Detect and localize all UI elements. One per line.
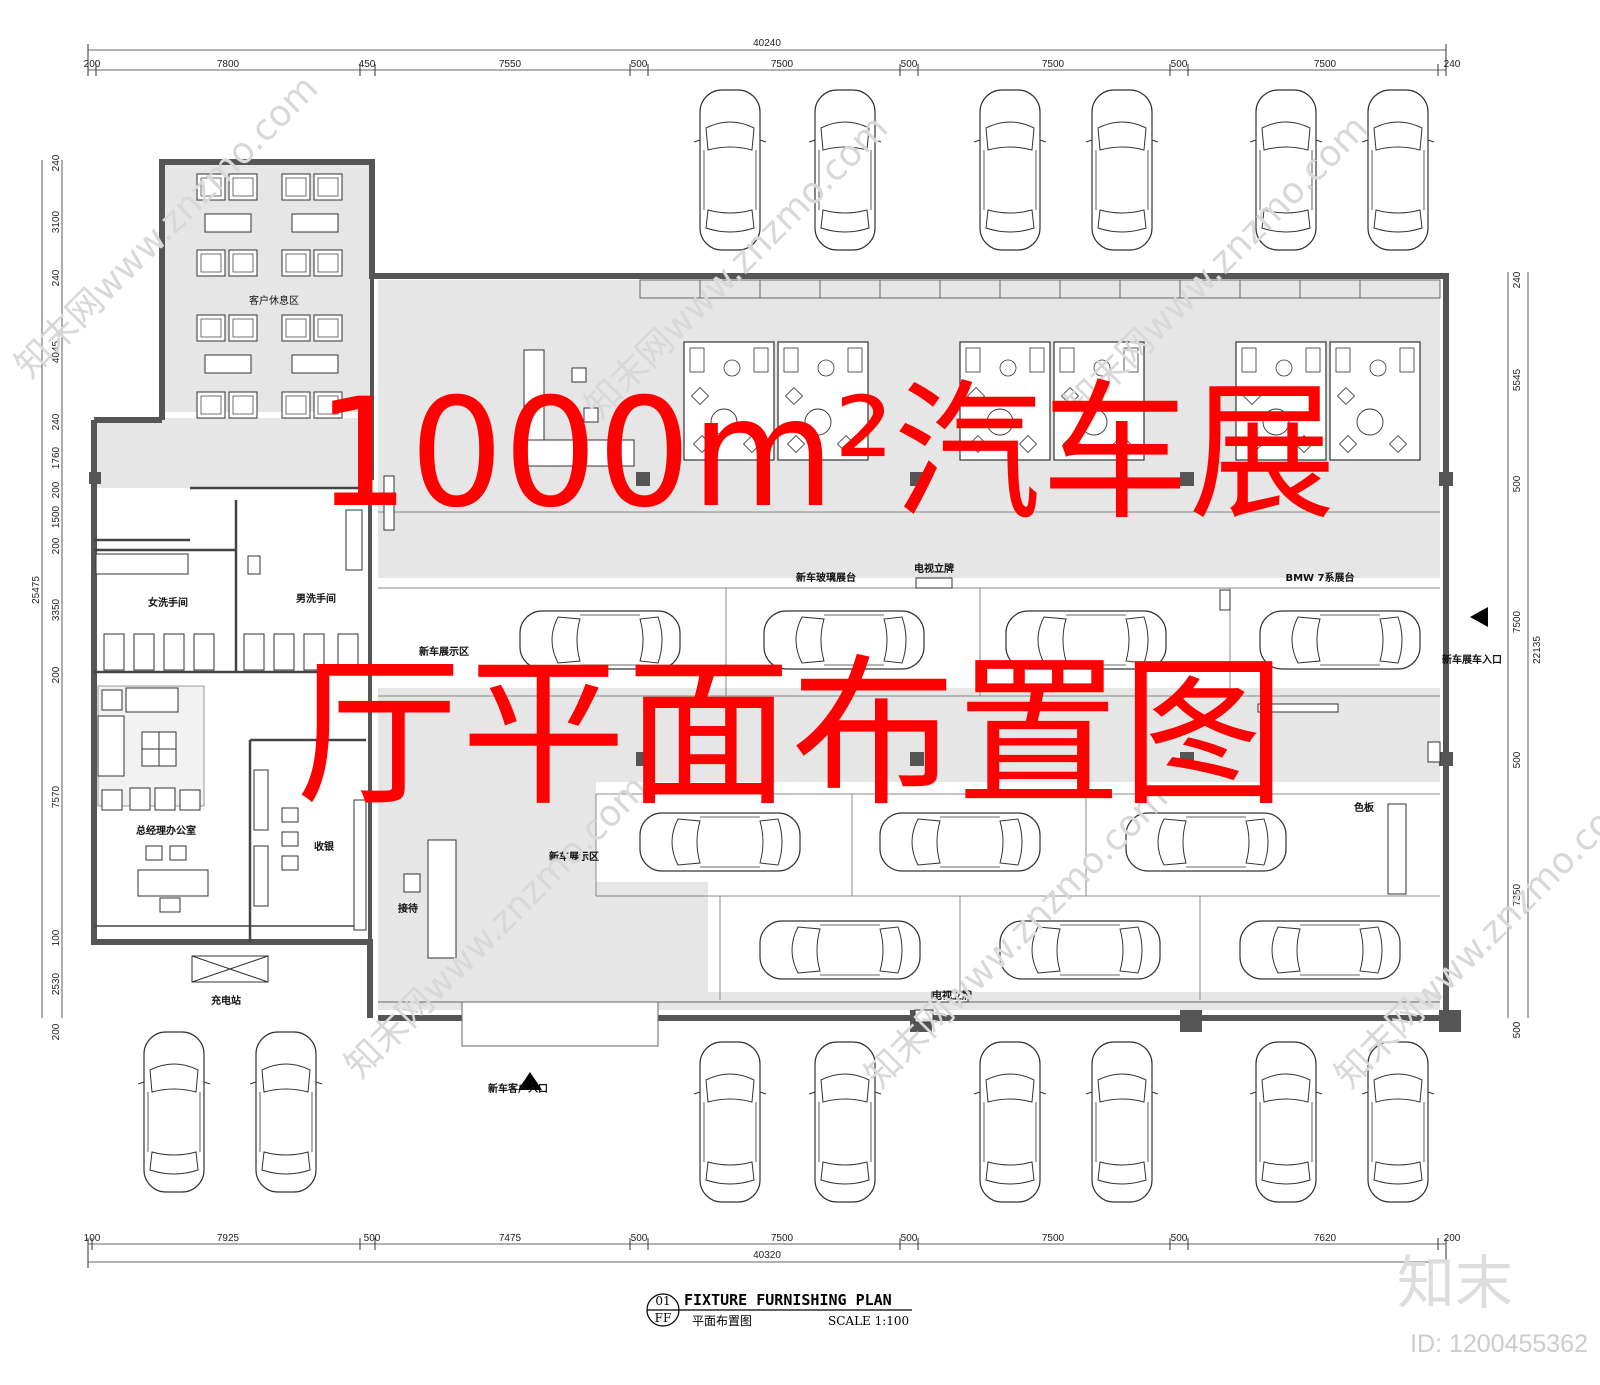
dim-bottom: 100 [84, 1233, 101, 1244]
dim-top: 7500 [1042, 59, 1065, 70]
dim-left: 240 [51, 269, 62, 286]
display-stands [383, 475, 1441, 1023]
label-bmw-stage: BMW 7系展台 [1285, 571, 1354, 584]
dim-bottom: 200 [1444, 1233, 1461, 1244]
customer-entrance-arrow-icon [518, 1072, 542, 1090]
dim-left: 1760 [51, 446, 62, 469]
dim-left: 100 [51, 929, 62, 946]
label-lounge: 客户休息区 [249, 294, 299, 307]
dim-top: 240 [1444, 59, 1461, 70]
office-furniture [97, 685, 209, 913]
title-number: 01 [655, 1294, 670, 1308]
reception-desk [403, 349, 635, 959]
label-tv-stand-2: 电视立牌 [932, 989, 972, 1002]
dim-left: 240 [51, 413, 62, 430]
dim-left: 200 [51, 537, 62, 554]
label-cashier: 收银 [314, 840, 335, 853]
overlay-title-line2: 厅平面布置图 [296, 641, 1286, 829]
plan-scale: SCALE 1:100 [828, 1314, 909, 1328]
dim-top: 7800 [217, 59, 240, 70]
dim-left: 200 [51, 481, 62, 498]
dim-top: 7500 [771, 59, 794, 70]
dim-bottom: 500 [364, 1233, 381, 1244]
car-entrance-arrow-icon [1470, 607, 1488, 627]
dim-bottom: 7500 [1042, 1233, 1065, 1244]
branding: 知末 ID: 1200455362 [1397, 1249, 1588, 1358]
dim-left: 4045 [51, 340, 62, 363]
label-charging: 充电站 [211, 994, 241, 1007]
label-showcase-1: 新车展示区 [419, 645, 469, 658]
dim-right: 500 [1512, 751, 1523, 768]
floor-area [94, 162, 1440, 1010]
overlay-title-line1: 1000m²汽车展 [316, 367, 1336, 541]
dim-right: 7350 [1512, 883, 1523, 906]
dim-bottom: 7475 [499, 1233, 522, 1244]
dim-left: 2530 [51, 972, 62, 995]
label-tv-stand-1: 电视立牌 [914, 562, 954, 575]
entrance-arrows [518, 607, 1488, 1090]
storefront-glazing [378, 279, 1441, 1047]
label-color-board: 色板 [1354, 801, 1375, 814]
dim-left: 200 [51, 666, 62, 683]
charging-station [191, 955, 269, 983]
title-block: 01 FF FIXTURE FURNISHING PLAN 平面布置图 SCAL… [646, 1291, 912, 1328]
label-customer-entrance: 新车客户入口 [488, 1082, 548, 1095]
label-glass-stage: 新车玻璃展台 [796, 571, 856, 584]
dim-bottom: 500 [901, 1233, 918, 1244]
dim-bottom: 7500 [771, 1233, 794, 1244]
dim-right: 5545 [1512, 368, 1523, 391]
dim-left: 3350 [51, 598, 62, 621]
cashier-furniture [253, 769, 367, 931]
dim-left: 7570 [51, 785, 62, 808]
dimension-lines [41, 44, 1529, 1268]
dim-left: 240 [51, 154, 62, 171]
dim-top: 7550 [499, 59, 522, 70]
plan-title: FIXTURE FURNISHING PLAN [684, 1291, 892, 1309]
dim-right-overall: 22135 [1532, 636, 1543, 664]
dim-top: 200 [84, 59, 101, 70]
label-womens-wc: 女洗手间 [148, 596, 188, 609]
overlay-title: 1000m²汽车展 厅平面布置图 [296, 367, 1336, 829]
dim-top: 7500 [1314, 59, 1337, 70]
dim-left: 200 [51, 1023, 62, 1040]
image-id: ID: 1200455362 [1410, 1330, 1588, 1358]
room-labels: 客户休息区 女洗手间 男洗手间 总经理办公室 收银 接待 充电站 新车展示区 新… [136, 294, 1502, 1095]
label-mens-wc: 男洗手间 [296, 592, 336, 605]
dim-top: 500 [631, 59, 648, 70]
dim-right: 240 [1512, 271, 1523, 288]
label-showcase-2: 新车展示区 [549, 850, 599, 863]
dim-left: 1500 [51, 505, 62, 528]
label-gm-office: 总经理办公室 [136, 824, 196, 837]
washroom-fixtures [95, 509, 363, 671]
dim-right: 500 [1512, 475, 1523, 492]
interior-partitions [94, 486, 366, 942]
dim-left: 3100 [51, 210, 62, 233]
dim-top: 450 [359, 59, 376, 70]
title-code: FF [655, 1311, 672, 1325]
showroom-zones [378, 511, 1440, 1000]
dim-bottom: 500 [1171, 1233, 1188, 1244]
dim-bottom: 7620 [1314, 1233, 1337, 1244]
dim-bottom: 7925 [217, 1233, 240, 1244]
dim-top: 500 [1171, 59, 1188, 70]
dimension-labels: 40240 200 7800 450 7550 500 7500 500 750… [31, 38, 1543, 1261]
dim-right: 500 [1512, 1021, 1523, 1038]
dim-top: 500 [901, 59, 918, 70]
dim-bottom: 500 [631, 1233, 648, 1244]
lounge-furniture [196, 173, 343, 419]
dim-overall-bottom: 40320 [753, 1250, 781, 1261]
plan-subtitle: 平面布置图 [692, 1314, 752, 1328]
brand-logo: 知末 [1397, 1249, 1513, 1317]
dim-overall-top: 40240 [753, 38, 781, 49]
label-reception: 接待 [398, 902, 418, 915]
dim-left-overall: 25475 [31, 576, 42, 604]
label-car-entrance: 新车展车入口 [1442, 653, 1502, 666]
dim-right: 7500 [1512, 610, 1523, 633]
